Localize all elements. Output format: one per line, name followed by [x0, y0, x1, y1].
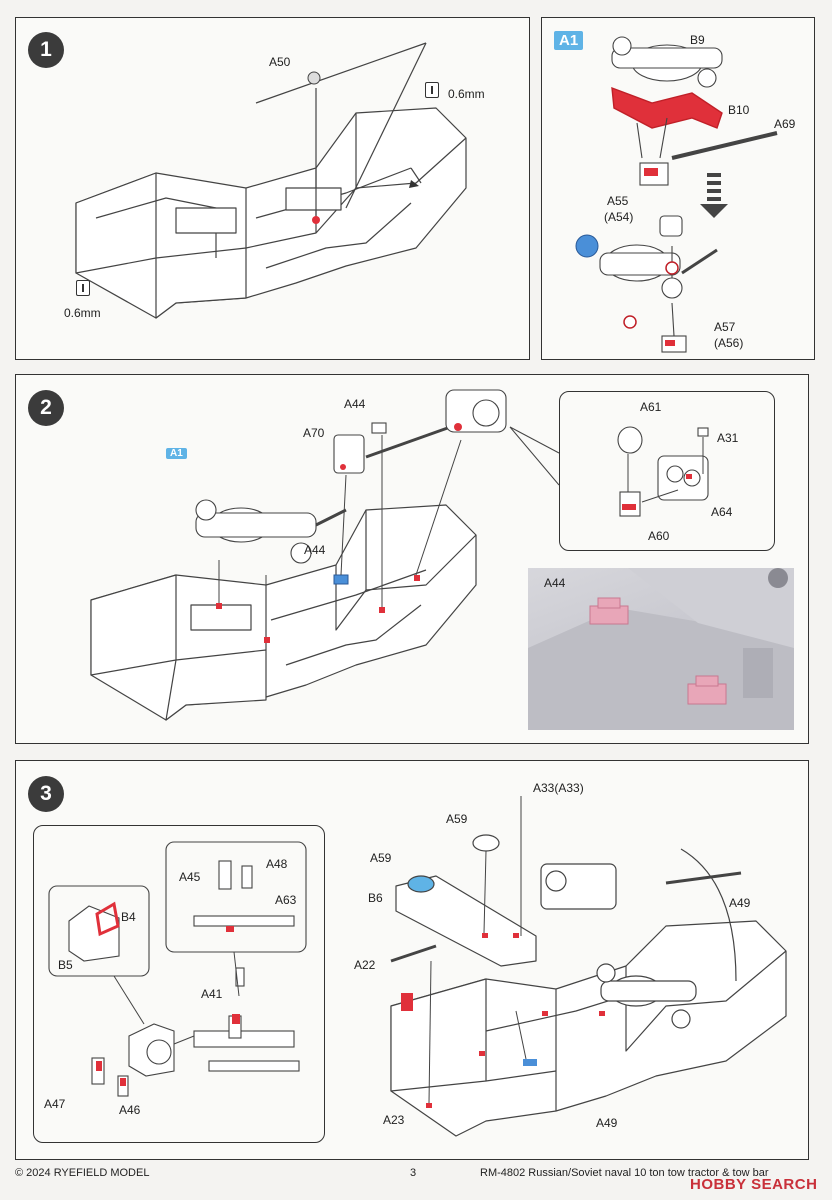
label-a57: A57 — [714, 320, 736, 334]
label-b6: B6 — [368, 891, 383, 905]
subassembly-drawing — [48, 841, 307, 1097]
label-a59-left: A59 — [370, 851, 392, 865]
label-a60: A60 — [648, 529, 670, 543]
a44-reference-photo: A44 — [528, 568, 794, 730]
label-b10: B10 — [728, 103, 750, 117]
photo-parts-drawing — [528, 568, 794, 730]
step3-main-drawing — [390, 796, 787, 1137]
step1-panel: 1 A50 0.6mm 0.6mm — [15, 17, 530, 360]
label-a23: A23 — [383, 1113, 405, 1127]
label-drill-top: 0.6mm — [448, 87, 485, 101]
label-a45: A45 — [179, 870, 201, 884]
drill-icon — [425, 82, 439, 98]
label-a49-bottom: A49 — [596, 1116, 618, 1130]
footer-title: RM-4802 Russian/Soviet naval 10 ton tow … — [480, 1167, 769, 1179]
footer-copyright: © 2024 RYEFIELD MODEL — [15, 1167, 150, 1179]
step2-detail-callout: A61 A31 A64 A60 — [559, 391, 775, 551]
label-a44-top: A44 — [344, 397, 366, 411]
label-a48: A48 — [266, 857, 288, 871]
label-a49-right: A49 — [729, 896, 751, 910]
label-a31: A31 — [717, 431, 739, 445]
label-photo-a44: A44 — [544, 576, 566, 590]
step1-chassis-drawing — [75, 42, 467, 319]
footer-page-number: 3 — [410, 1167, 417, 1179]
label-b5: B5 — [58, 958, 73, 972]
label-a64: A64 — [711, 505, 733, 519]
label-a61: A61 — [640, 400, 662, 414]
tag-a1: A1 — [554, 31, 584, 50]
step3-number: 3 — [28, 776, 64, 812]
label-a54: (A54) — [604, 210, 634, 224]
label-a33: A33(A33) — [533, 781, 584, 795]
label-a63: A63 — [275, 893, 297, 907]
step2-chassis-drawing — [90, 389, 560, 721]
step2-number: 2 — [28, 390, 64, 426]
label-a69: A69 — [774, 117, 796, 131]
label-a59-top: A59 — [446, 812, 468, 826]
label-b9: B9 — [690, 33, 705, 47]
axle-assembly-drawing — [575, 36, 778, 353]
label-a50: A50 — [269, 55, 291, 69]
label-a56: (A56) — [714, 336, 744, 350]
label-a41: A41 — [201, 987, 223, 1001]
label-a46: A46 — [119, 1103, 141, 1117]
drill-icon — [76, 280, 90, 296]
label-a22: A22 — [354, 958, 376, 972]
step1-number: 1 — [28, 32, 64, 68]
label-a47: A47 — [44, 1097, 66, 1111]
label-b4: B4 — [121, 910, 136, 924]
label-a44-mid: A44 — [304, 543, 326, 557]
gearbox-detail-drawing — [617, 426, 709, 517]
tag-a1: A1 — [166, 448, 187, 459]
label-a70: A70 — [303, 426, 325, 440]
step2-panel: 2 — [15, 374, 809, 744]
hobby-search-watermark: HOBBY SEARCH — [690, 1176, 818, 1193]
step3-panel: 3 — [15, 760, 809, 1160]
step1-inset-panel: A1 — [541, 17, 815, 360]
step3-subassembly-callout: B4 B5 A45 A48 A63 A41 A47 A46 — [33, 825, 325, 1143]
label-drill-bottom: 0.6mm — [64, 306, 101, 320]
label-a55: A55 — [607, 194, 629, 208]
